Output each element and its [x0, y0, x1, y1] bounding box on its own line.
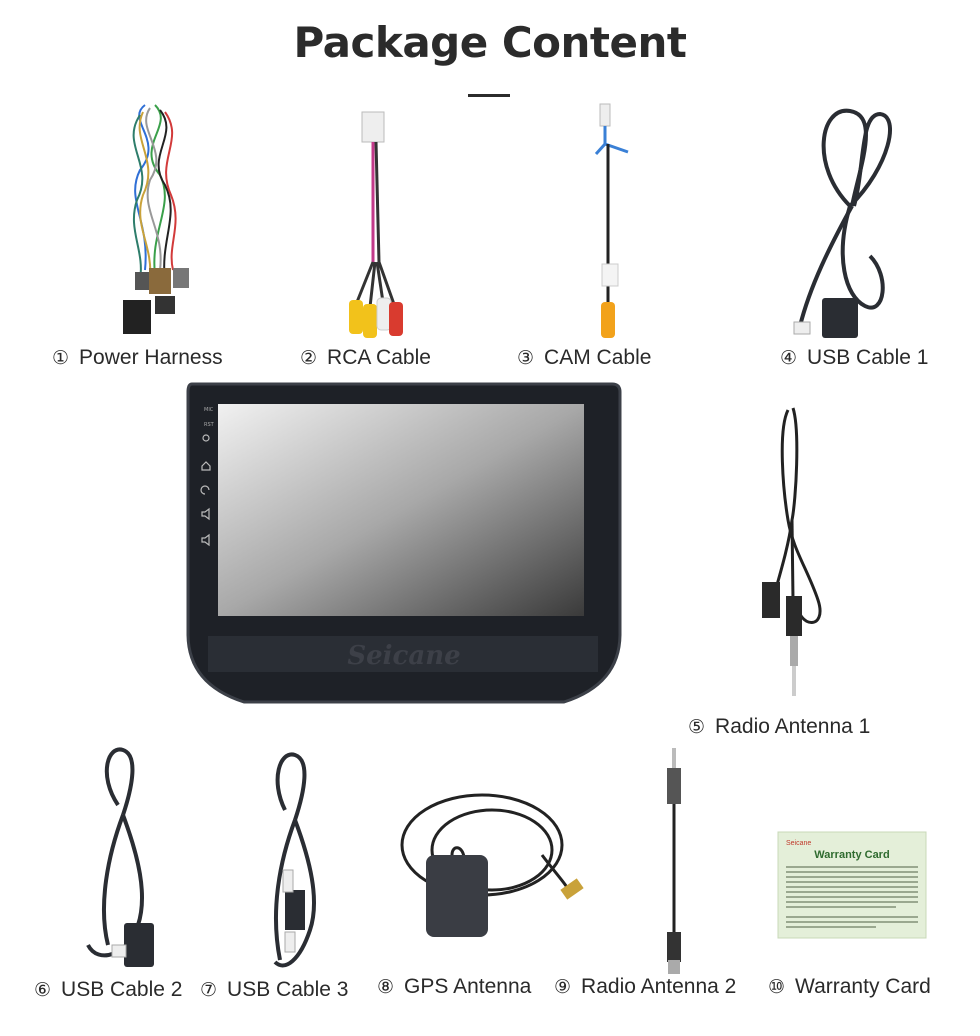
usb-cable-2-image	[78, 745, 168, 975]
usb-cable-1-image	[790, 106, 900, 346]
page-title: Package Content	[293, 18, 687, 67]
usb-cable-3-image	[255, 750, 345, 980]
rca-cable-image	[345, 111, 415, 342]
warranty-card-title: Warranty Card	[814, 849, 889, 861]
seicane-logo: Seicane	[347, 641, 460, 671]
mic-label: MIC	[204, 407, 214, 413]
radio-antenna-1-image	[748, 400, 838, 700]
radio-antenna-2-image	[655, 748, 695, 978]
warranty-card-brand: Seicane	[786, 840, 811, 847]
gps-antenna-image	[392, 785, 602, 955]
title-divider	[468, 94, 510, 97]
cam-cable-image	[588, 103, 648, 344]
power-harness-image	[105, 100, 205, 340]
warranty-card-image: Seicane Warranty Card	[777, 831, 927, 939]
rst-label: RST	[204, 422, 215, 428]
head-unit-image: MIC RST Seicane	[184, 382, 624, 714]
